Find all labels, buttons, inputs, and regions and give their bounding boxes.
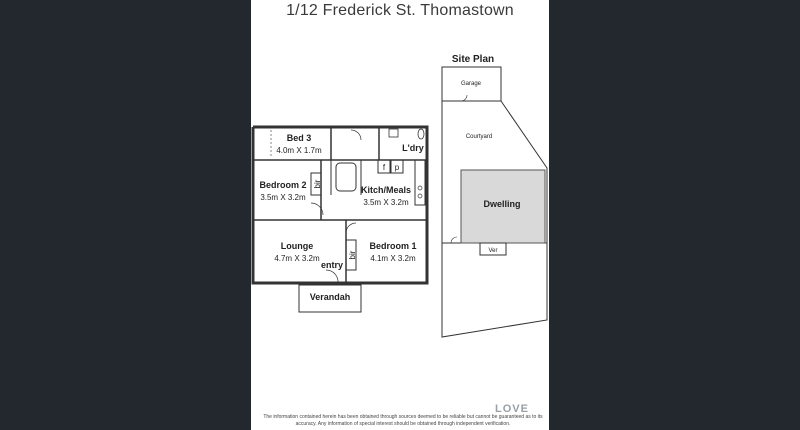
room-name-bedroom2: Bedroom 2: [259, 180, 306, 190]
door-swing: [350, 129, 362, 141]
room-size-bedroom2: 3.5m X 3.2m: [260, 193, 306, 202]
door-swing: [345, 222, 357, 234]
room-size-bedroom1: 4.1m X 3.2m: [370, 254, 416, 263]
room-name-laundry: L'dry: [402, 143, 424, 153]
site-garage: [441, 66, 502, 102]
kitchen-bench: [414, 159, 426, 206]
bathtub: [335, 162, 357, 192]
stove-burner: [417, 193, 423, 199]
door-swing: [325, 269, 339, 284]
door-swing: [310, 202, 324, 216]
garage-door-swing: [460, 94, 468, 102]
site-dwelling: [460, 169, 546, 244]
site-label-dwelling: Dwelling: [483, 199, 520, 209]
fridge-space: [377, 159, 391, 174]
room-size-bed3: 4.0m X 1.7m: [276, 146, 322, 155]
floorplan-sheet: 1/12 Frederick St. Thomastown: [251, 0, 549, 430]
built-in-robe: [310, 172, 322, 196]
room-name-bedroom1: Bedroom 1: [369, 241, 416, 251]
laundry-tub: [388, 128, 399, 138]
room-name-entry: entry: [321, 260, 343, 270]
label-pantry: p: [395, 163, 400, 172]
stove-burner: [417, 185, 423, 191]
room-name-kitchen: Kitch/Meals: [361, 185, 411, 195]
brand-logo: LOVE: [495, 403, 529, 415]
pantry: [390, 159, 404, 174]
room-name-bed3: Bed 3: [287, 133, 312, 143]
label-bir-left: bir: [313, 179, 322, 188]
dwelling-door-swing: [450, 236, 458, 244]
site-verandah: [479, 242, 507, 256]
disclaimer-text: The information contained herein has bee…: [263, 414, 543, 427]
site-plan: [441, 66, 548, 338]
floor-plan: [251, 125, 429, 313]
built-in-robe: [345, 239, 357, 271]
site-front-yard: [441, 243, 548, 338]
room-name-lounge: Lounge: [281, 241, 314, 251]
site-label-courtyard: Courtyard: [466, 134, 492, 140]
verandah-outline: [298, 284, 362, 313]
outer-wall: [251, 125, 429, 285]
room-size-lounge: 4.7m X 3.2m: [274, 254, 320, 263]
label-fridge: f: [383, 163, 386, 172]
room-size-kitchen: 3.5m X 3.2m: [363, 198, 409, 207]
toilet: [417, 128, 425, 140]
label-bir-right: bir: [348, 250, 357, 259]
site-label-garage: Garage: [461, 81, 482, 87]
site-plan-heading: Site Plan: [452, 54, 494, 65]
property-title: 1/12 Frederick St. Thomastown: [286, 2, 514, 19]
site-label-verandah: Ver: [488, 248, 497, 254]
floorplan-drawing: Bed 3 4.0m X 1.7m L'dry Bedroom 2 3.5m X…: [251, 54, 548, 338]
room-name-verandah: Verandah: [310, 292, 351, 302]
